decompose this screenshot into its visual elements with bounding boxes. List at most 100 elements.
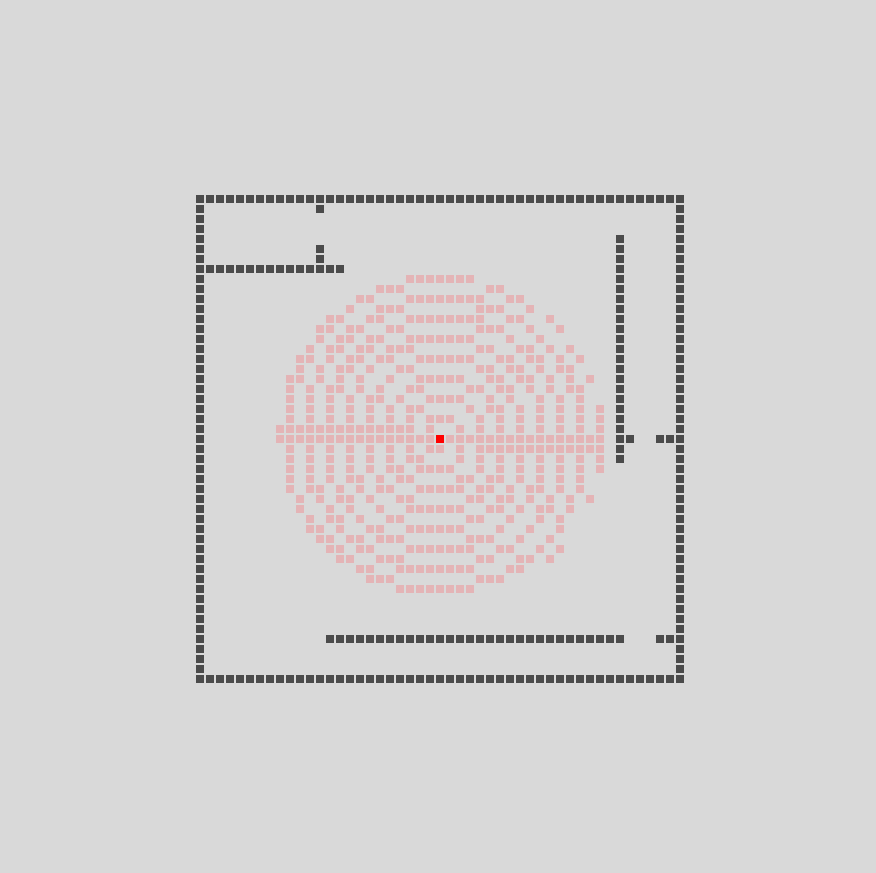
wall-cell bbox=[656, 635, 664, 643]
wall-cell bbox=[616, 315, 624, 323]
wall-cell bbox=[246, 675, 254, 683]
visited-cell bbox=[546, 445, 554, 453]
visited-cell bbox=[306, 355, 314, 363]
visited-cell bbox=[446, 565, 454, 573]
visited-cell bbox=[316, 325, 324, 333]
visited-cell bbox=[346, 405, 354, 413]
visited-cell bbox=[386, 465, 394, 473]
visited-cell bbox=[556, 475, 564, 483]
wall-cell bbox=[486, 635, 494, 643]
visited-cell bbox=[516, 345, 524, 353]
visited-cell bbox=[376, 575, 384, 583]
visited-cell bbox=[496, 425, 504, 433]
visited-cell bbox=[516, 475, 524, 483]
visited-cell bbox=[386, 345, 394, 353]
visited-cell bbox=[456, 425, 464, 433]
wall-cell bbox=[366, 195, 374, 203]
visited-cell bbox=[296, 355, 304, 363]
wall-cell bbox=[526, 675, 534, 683]
wall-cell bbox=[596, 635, 604, 643]
visited-cell bbox=[426, 315, 434, 323]
visited-cell bbox=[326, 515, 334, 523]
visited-cell bbox=[556, 525, 564, 533]
visited-cell bbox=[556, 355, 564, 363]
wall-cell bbox=[326, 195, 334, 203]
visited-cell bbox=[346, 425, 354, 433]
visited-cell bbox=[446, 525, 454, 533]
visited-cell bbox=[426, 355, 434, 363]
visited-cell bbox=[366, 425, 374, 433]
visited-cell bbox=[376, 335, 384, 343]
wall-cell bbox=[336, 195, 344, 203]
visited-cell bbox=[476, 345, 484, 353]
visited-cell bbox=[426, 545, 434, 553]
visited-cell bbox=[556, 445, 564, 453]
wall-cell bbox=[616, 305, 624, 313]
visited-cell bbox=[576, 435, 584, 443]
visited-cell bbox=[306, 435, 314, 443]
visited-cell bbox=[446, 395, 454, 403]
wall-cell bbox=[276, 265, 284, 273]
wall-cell bbox=[676, 485, 684, 493]
visited-cell bbox=[296, 435, 304, 443]
wall-cell bbox=[646, 195, 654, 203]
visited-cell bbox=[466, 295, 474, 303]
wall-cell bbox=[676, 235, 684, 243]
visited-cell bbox=[426, 435, 434, 443]
visited-cell bbox=[476, 325, 484, 333]
visited-cell bbox=[456, 275, 464, 283]
visited-cell bbox=[436, 485, 444, 493]
visited-cell bbox=[496, 375, 504, 383]
visited-cell bbox=[366, 415, 374, 423]
visited-cell bbox=[346, 395, 354, 403]
visited-cell bbox=[356, 385, 364, 393]
visited-cell bbox=[346, 535, 354, 543]
wall-cell bbox=[216, 265, 224, 273]
wall-cell bbox=[376, 675, 384, 683]
visited-cell bbox=[366, 545, 374, 553]
visited-cell bbox=[436, 445, 444, 453]
visited-cell bbox=[456, 525, 464, 533]
wall-cell bbox=[676, 265, 684, 273]
visited-cell bbox=[556, 325, 564, 333]
visited-cell bbox=[546, 385, 554, 393]
wall-cell bbox=[306, 265, 314, 273]
visited-cell bbox=[406, 505, 414, 513]
visited-cell bbox=[476, 495, 484, 503]
visited-cell bbox=[306, 345, 314, 353]
wall-cell bbox=[506, 635, 514, 643]
visited-cell bbox=[346, 465, 354, 473]
wall-cell bbox=[196, 315, 204, 323]
wall-cell bbox=[206, 675, 214, 683]
wall-cell bbox=[546, 195, 554, 203]
visited-cell bbox=[406, 545, 414, 553]
visited-cell bbox=[466, 275, 474, 283]
wall-cell bbox=[216, 675, 224, 683]
visited-cell bbox=[366, 295, 374, 303]
visited-cell bbox=[356, 295, 364, 303]
wall-cell bbox=[616, 295, 624, 303]
wall-cell bbox=[326, 265, 334, 273]
visited-cell bbox=[386, 355, 394, 363]
wall-cell bbox=[676, 615, 684, 623]
wall-cell bbox=[676, 255, 684, 263]
wall-cell bbox=[676, 245, 684, 253]
wall-cell bbox=[656, 435, 664, 443]
visited-cell bbox=[556, 455, 564, 463]
visited-cell bbox=[446, 275, 454, 283]
visited-cell bbox=[476, 425, 484, 433]
wall-cell bbox=[476, 675, 484, 683]
visited-cell bbox=[326, 385, 334, 393]
visited-cell bbox=[526, 495, 534, 503]
wall-cell bbox=[526, 635, 534, 643]
wall-cell bbox=[496, 675, 504, 683]
visited-cell bbox=[496, 545, 504, 553]
wall-cell bbox=[296, 195, 304, 203]
visited-cell bbox=[476, 435, 484, 443]
visited-cell bbox=[336, 385, 344, 393]
visited-cell bbox=[366, 525, 374, 533]
wall-cell bbox=[676, 595, 684, 603]
visited-cell bbox=[576, 425, 584, 433]
wall-cell bbox=[676, 325, 684, 333]
visited-cell bbox=[596, 445, 604, 453]
